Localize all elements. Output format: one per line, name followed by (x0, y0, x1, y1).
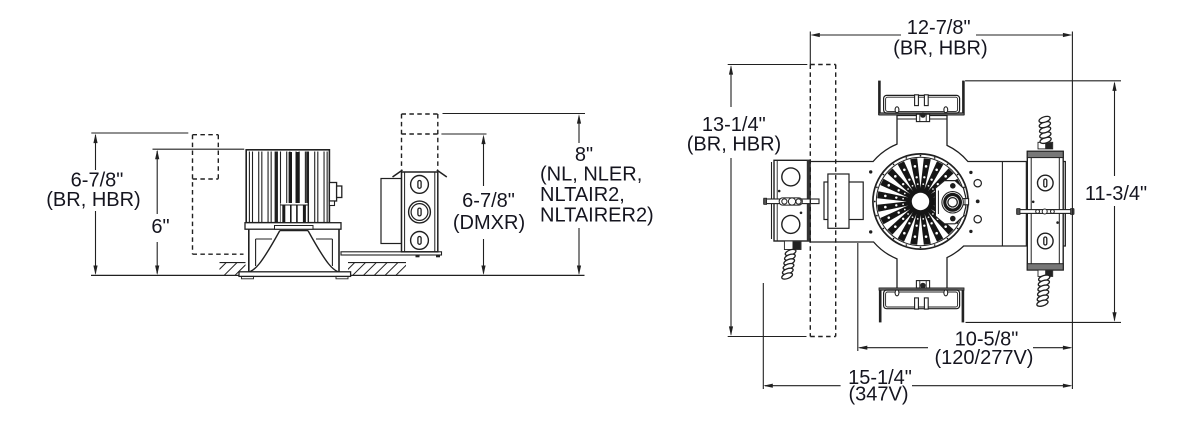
svg-text:6-7/8": 6-7/8" (71, 170, 124, 192)
svg-text:10-5/8": 10-5/8" (955, 329, 1019, 351)
svg-text:6": 6" (151, 216, 169, 238)
svg-text:NLTAIRER2): NLTAIRER2) (540, 205, 654, 227)
svg-text:12-7/8": 12-7/8" (907, 17, 971, 39)
svg-text:(BR, HBR): (BR, HBR) (687, 134, 781, 156)
svg-text:13-1/4": 13-1/4" (702, 114, 766, 136)
svg-text:(DMXR): (DMXR) (453, 212, 525, 234)
svg-text:(BR, HBR): (BR, HBR) (893, 38, 987, 60)
svg-text:(NL, NLER,: (NL, NLER, (540, 164, 642, 186)
svg-text:8": 8" (575, 144, 593, 166)
svg-text:11-3/4": 11-3/4" (1085, 183, 1147, 205)
svg-text:(347V): (347V) (848, 384, 908, 406)
svg-text:NLTAIR2,: NLTAIR2, (540, 184, 625, 206)
svg-text:(120/277V): (120/277V) (935, 347, 1034, 369)
svg-text:15-1/4": 15-1/4" (848, 367, 912, 389)
svg-text:(BR, HBR): (BR, HBR) (46, 189, 140, 211)
svg-text:6-7/8": 6-7/8" (462, 190, 515, 212)
